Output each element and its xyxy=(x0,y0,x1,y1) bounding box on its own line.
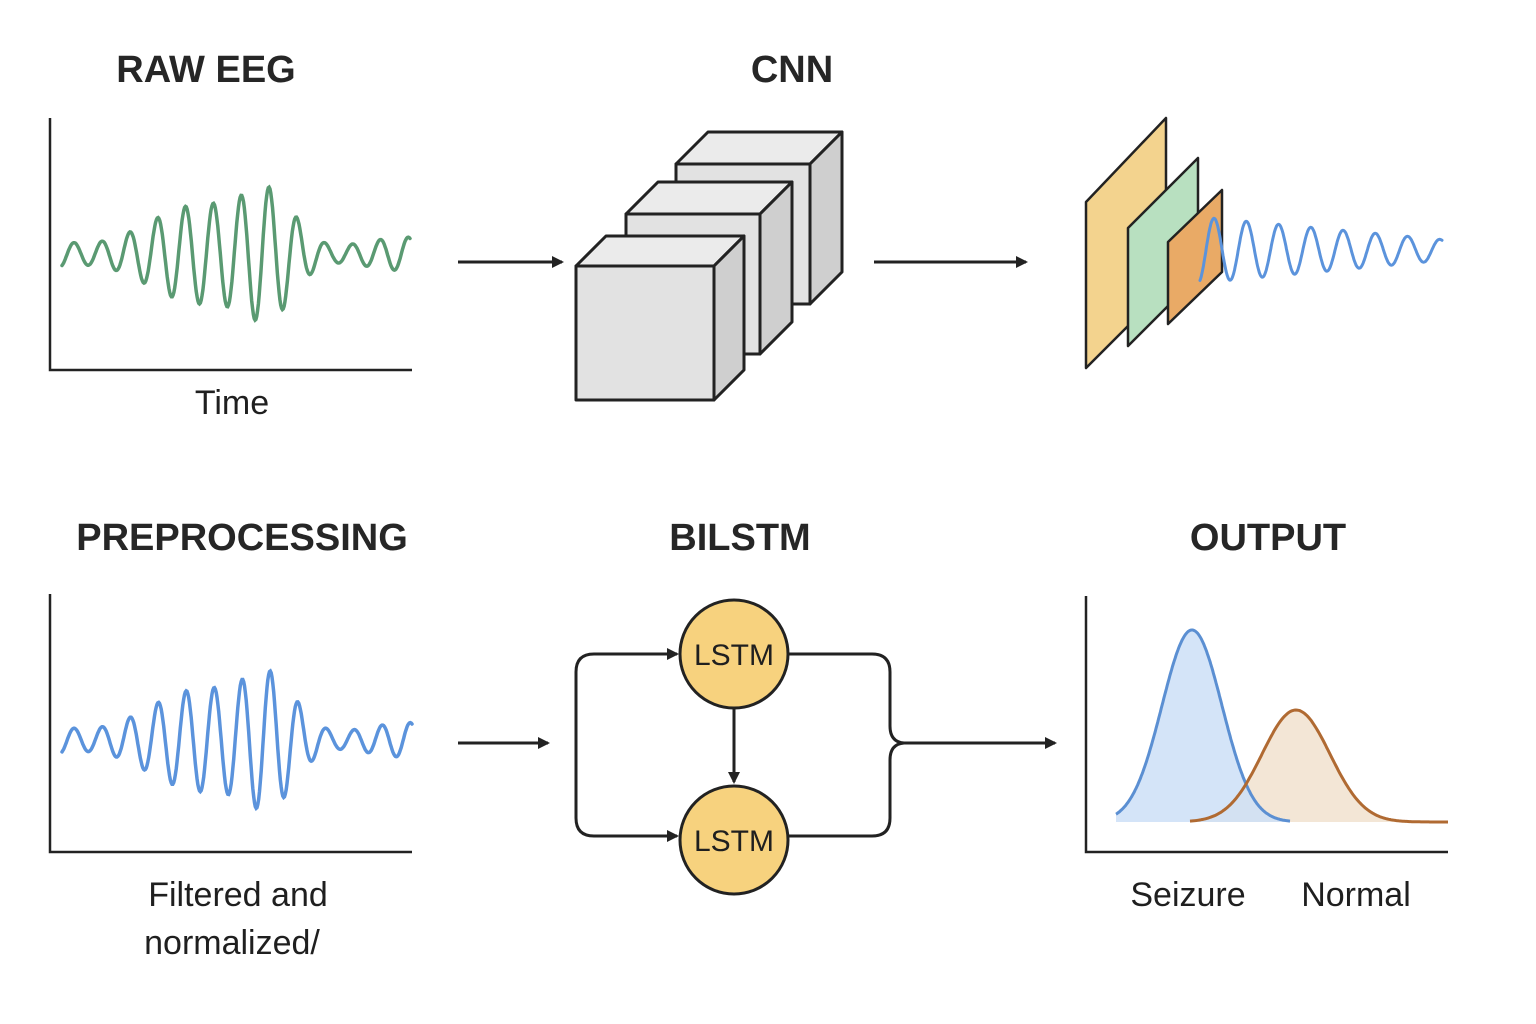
cnn-panel: CNN xyxy=(574,49,844,402)
preprocessing-caption-line1: Filtered and xyxy=(148,876,328,914)
bilstm-output-connector xyxy=(788,652,905,838)
lstm-label-top: LSTM xyxy=(694,639,774,672)
lstm-cell-icon xyxy=(678,598,790,710)
cube-icon xyxy=(574,234,746,402)
seizure-distribution-curve xyxy=(1115,628,1291,823)
seizure-distribution-fill xyxy=(1116,630,1290,822)
preprocessing-caption-line2: normalized/ xyxy=(144,924,320,962)
feature-maps-panel xyxy=(1084,116,1444,370)
raw-eeg-axes xyxy=(48,118,412,372)
output-axes xyxy=(1084,596,1448,854)
normal-distribution-fill xyxy=(1190,710,1448,822)
raw-eeg-title: RAW EEG xyxy=(116,49,295,91)
output-title: OUTPUT xyxy=(1190,517,1346,559)
output-panel: OUTPUT Seizure Normal xyxy=(1084,517,1448,914)
preprocessing-title: PREPROCESSING xyxy=(76,517,408,559)
lstm-label-bottom: LSTM xyxy=(694,825,774,858)
lstm-cell-top: LSTM xyxy=(678,598,790,710)
filtered-eeg-waveform xyxy=(60,668,414,812)
bilstm-input-connector xyxy=(574,652,676,838)
normal-label: Normal xyxy=(1301,876,1411,914)
time-axis-label: Time xyxy=(195,384,269,422)
bilstm-title: BILSTM xyxy=(669,517,810,559)
cnn-title: CNN xyxy=(751,49,833,91)
raw-eeg-panel: RAW EEG Time xyxy=(48,49,412,422)
feature-map-icon xyxy=(1166,188,1224,326)
normal-distribution-curve xyxy=(1189,708,1448,824)
preprocessing-axes xyxy=(48,594,412,854)
lstm-cell-bottom: LSTM xyxy=(678,784,790,896)
bilstm-panel: BILSTM LSTM LSTM xyxy=(574,517,905,896)
feature-waveform xyxy=(1198,216,1444,282)
cnn-cube-stack xyxy=(574,130,844,402)
preprocessing-panel: PREPROCESSING Filtered and normalized/ xyxy=(48,517,414,962)
lstm-cell-icon xyxy=(678,784,790,896)
raw-eeg-waveform xyxy=(60,184,412,323)
seizure-label: Seizure xyxy=(1130,876,1245,914)
